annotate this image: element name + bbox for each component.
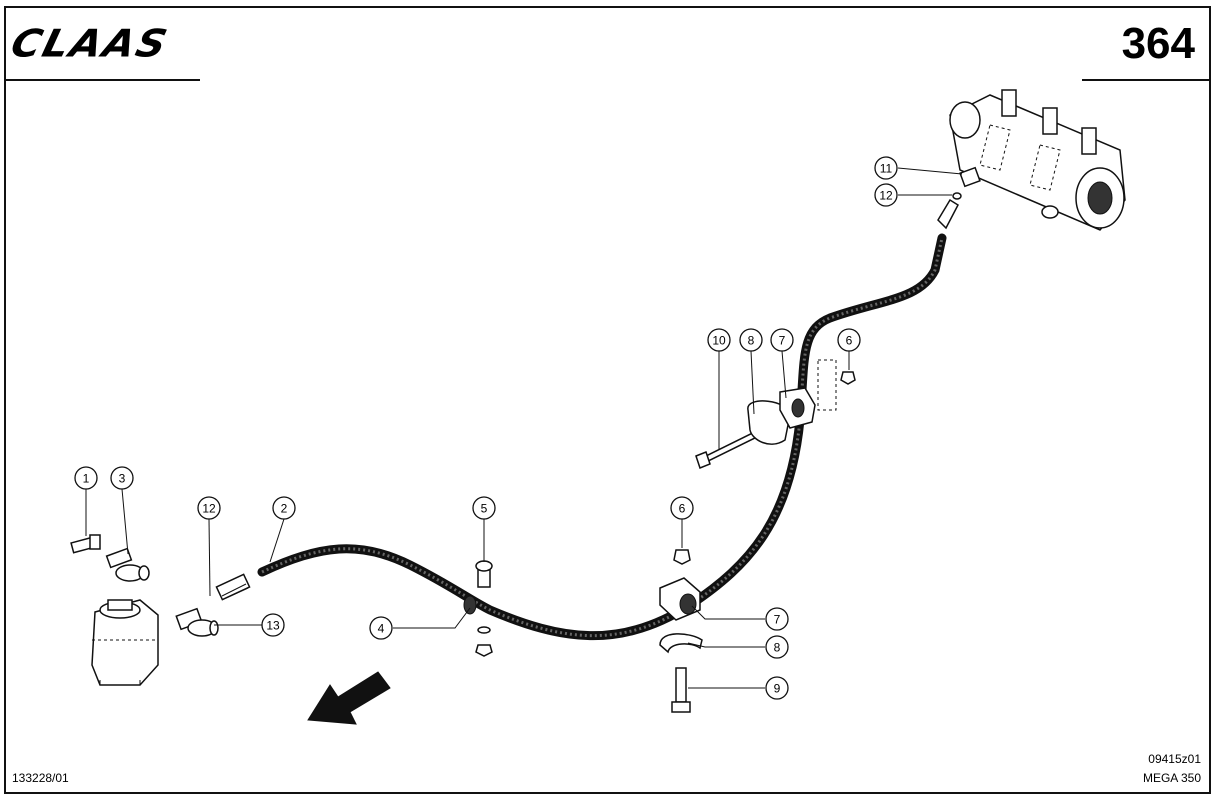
callout-5: 5 [472, 496, 496, 520]
callout-7: 7 [765, 607, 789, 631]
callout-label: 5 [481, 502, 488, 516]
callout-circle [261, 613, 285, 637]
callout-label: 7 [779, 334, 786, 348]
callout-6: 6 [670, 496, 694, 520]
callout-label: 4 [378, 622, 385, 636]
callout-circle [874, 183, 898, 207]
callout-8: 8 [739, 328, 763, 352]
callout-12: 12 [197, 496, 221, 520]
callout-label: 7 [774, 613, 781, 627]
callout-label: 8 [748, 334, 755, 348]
callout-4: 4 [369, 616, 393, 640]
callout-circle [765, 676, 789, 700]
clamp-assembly-lower [659, 549, 703, 713]
callout-circle [739, 328, 763, 352]
callout-label: 12 [879, 189, 893, 203]
callout-label: 13 [266, 619, 280, 633]
callout-circle [110, 466, 134, 490]
elbow-fitting [105, 547, 150, 582]
callout-12: 12 [874, 183, 898, 207]
callout-6: 6 [837, 328, 861, 352]
document-number: 133228/01 [12, 771, 69, 785]
callout-circle [874, 156, 898, 180]
hose-fitting-left [215, 573, 251, 601]
callout-label: 9 [774, 682, 781, 696]
callout-label: 3 [119, 472, 126, 486]
tee-fitting [70, 534, 101, 554]
callout-label: 10 [712, 334, 726, 348]
elbow-fitting-13 [175, 607, 219, 637]
page-number: 364 [1121, 19, 1195, 68]
callout-label: 6 [679, 502, 686, 516]
model-name: MEGA 350 [1142, 771, 1201, 785]
callout-label: 8 [774, 641, 781, 655]
callout-9: 9 [765, 676, 789, 700]
clamp-assembly-upper [695, 359, 856, 469]
callout-13: 13 [261, 613, 285, 637]
callout-circle [770, 328, 794, 352]
hydraulic-pump [949, 89, 1126, 231]
steering-unit [91, 599, 159, 686]
clamp-assembly-center [463, 560, 493, 657]
hydraulic-hose [257, 233, 947, 641]
callout-circle [197, 496, 221, 520]
callout-3: 3 [110, 466, 134, 490]
callout-label: 12 [202, 502, 216, 516]
callout-label: 2 [281, 502, 288, 516]
callout-1: 1 [74, 466, 98, 490]
callout-circle [472, 496, 496, 520]
callout-11: 11 [874, 156, 898, 180]
callout-circle [670, 496, 694, 520]
callout-circle [765, 607, 789, 631]
pump-fittings [937, 166, 981, 230]
arrow-down-left-icon [307, 671, 391, 725]
drawing-frame [4, 6, 1211, 794]
callout-circle [707, 328, 731, 352]
callout-circle [272, 496, 296, 520]
callout-label: 6 [846, 334, 853, 348]
callout-10: 10 [707, 328, 731, 352]
callout-8: 8 [765, 635, 789, 659]
callout-2: 2 [272, 496, 296, 520]
callout-circle [837, 328, 861, 352]
callout-7: 7 [770, 328, 794, 352]
callout-circle [369, 616, 393, 640]
callout-label: 1 [83, 472, 90, 486]
drawing-number: 09415z01 [1148, 752, 1201, 766]
callout-label: 11 [880, 162, 893, 176]
callout-circle [74, 466, 98, 490]
callout-circle [765, 635, 789, 659]
